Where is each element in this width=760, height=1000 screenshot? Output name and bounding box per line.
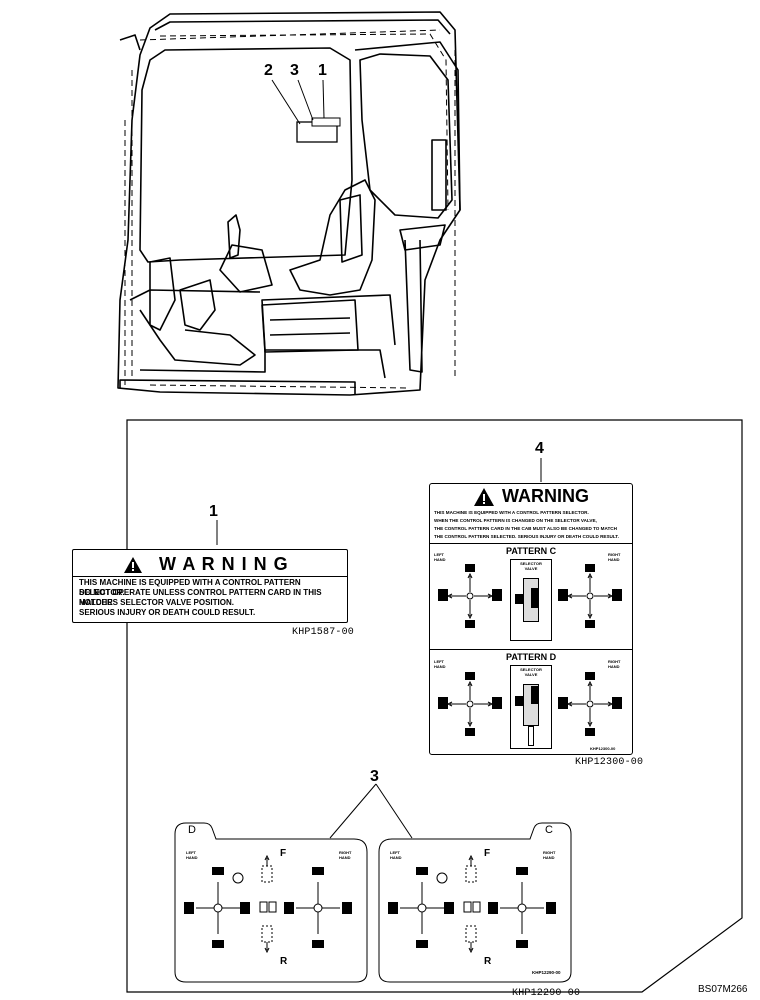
warning-4-inner-code: KHP12300-00 [590,746,616,751]
warning-decal-1: W A R N I N G THIS MACHINE IS EQUIPPED W… [72,549,348,623]
warning-4-line-4: THE CONTROL PATTERN SELECTED. SERIOUS IN… [434,534,619,539]
card-c-right-hand: RIGHT HAND [543,850,556,860]
card-c-left-hand: LEFT HAND [390,850,402,860]
pattern-c-valve-box: SELECTOR VALVE [510,559,552,641]
card-d-left-hand: LEFT HAND [186,850,198,860]
part-code-label-1: KHP1587-00 [292,627,355,638]
pattern-d-right-hand: RIGHT HAND [608,659,621,669]
card-c-tab: C [545,824,553,836]
part-code-label-4: KHP12300-00 [575,757,644,768]
warning-4-line-1: THIS MACHINE IS EQUIPPED WITH A CONTROL … [434,510,589,515]
callout-label-4: 4 [535,440,544,457]
card-d-controls [184,854,352,954]
card-d-tab: D [188,824,196,836]
warning-1-line-3: MATCHES SELECTOR VALVE POSITION. [79,598,234,607]
pattern-d-valve-box: SELECTOR VALVE [510,665,552,749]
warning-4-line-2: WHEN THE CONTROL PATTERN IS CHANGED ON T… [434,518,597,523]
warning-decal-4: WARNING THIS MACHINE IS EQUIPPED WITH A … [429,483,633,755]
card-d-reverse: R [280,956,288,967]
callout-label-3: 3 [370,768,379,785]
pattern-card-c: C LEFT HAND RIGHT HAND F R KHP12290-00 [378,822,572,983]
pattern-d-selector-valve: SELECTOR VALVE [520,667,542,677]
pattern-c-selector-valve: SELECTOR VALVE [520,561,542,571]
warning-1-line-4: SERIOUS INJURY OR DEATH COULD RESULT. [79,608,256,617]
warning-triangle-icon [124,557,142,573]
warning-1-title: W A R N I N G [159,554,289,574]
pattern-c-right-hand: RIGHT HAND [608,552,621,562]
pattern-d-left-hand: LEFT HAND [434,659,446,669]
warning-triangle-icon [474,488,494,506]
card-c-reverse: R [484,956,492,967]
callout-cab-1: 1 [318,62,327,79]
warning-1-line-1: THIS MACHINE IS EQUIPPED WITH A CONTROL … [79,578,301,597]
warning-4-line-3: THE CONTROL PATTERN CARD IN THE CAB MUST… [434,526,617,531]
callout-cab-2: 2 [264,62,273,79]
pattern-d-title: PATTERN D [506,652,557,662]
pattern-card-d: D LEFT HAND RIGHT HAND F R [174,822,368,983]
control-diagram-icons [438,564,622,736]
card-c-forward: F [484,848,491,859]
card-c-inner-code: KHP12290-00 [532,970,561,975]
callout-label-1: 1 [209,503,218,520]
warning-4-title: WARNING [502,486,589,506]
figure-code: BS07M266 [698,984,748,995]
part-code-label-3: KHP12290-00 [512,988,581,999]
pattern-c-title: PATTERN C [506,546,557,556]
warning-1-line-2: DO NOT OPERATE UNLESS CONTROL PATTERN CA… [79,588,322,607]
callout-cab-3: 3 [290,62,299,79]
card-d-forward: F [280,848,287,859]
card-c-controls [388,854,556,954]
pattern-c-left-hand: LEFT HAND [434,552,446,562]
card-d-right-hand: RIGHT HAND [339,850,352,860]
